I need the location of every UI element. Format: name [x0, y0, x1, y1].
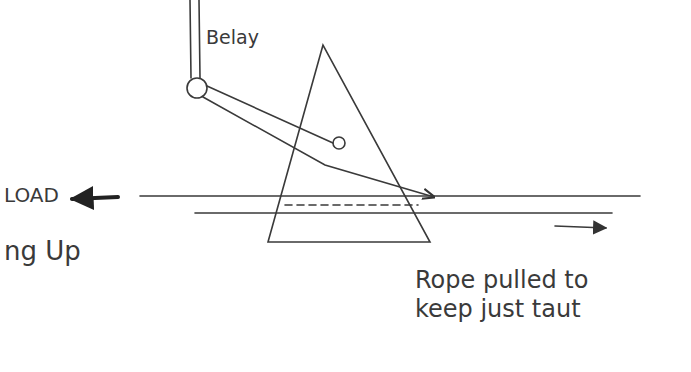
main-rope — [195, 212, 612, 214]
anchor-label: Belay — [206, 26, 286, 49]
load-arrow — [72, 197, 118, 199]
note-label: ng Up — [4, 236, 124, 267]
hidden-rope — [285, 204, 418, 206]
note-label: Rope pulled to keep just taut — [415, 266, 605, 324]
device-pin — [333, 137, 345, 149]
anchor-line — [199, 0, 200, 78]
belay-rope — [203, 97, 434, 197]
load-label: LOAD — [4, 183, 94, 207]
belay-ring — [187, 78, 207, 98]
pull-arrow — [555, 226, 606, 228]
anchor-line — [190, 0, 191, 78]
main-rope — [140, 195, 640, 197]
